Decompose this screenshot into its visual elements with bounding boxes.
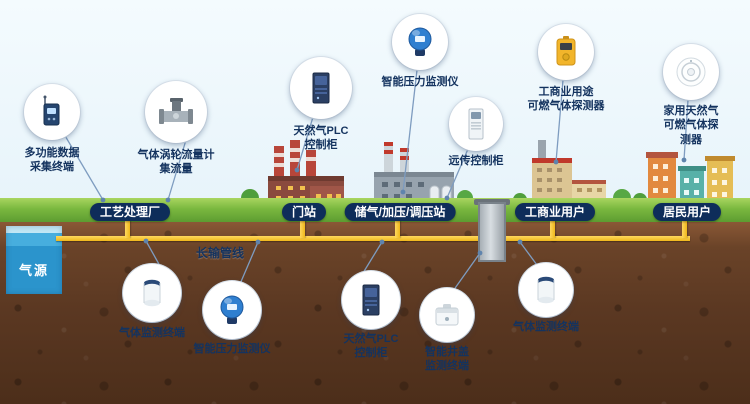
pipeline-riser-industrial-users [550, 217, 555, 238]
pipeline-riser-residential-users [682, 217, 687, 238]
gas-source-water: 气源 [6, 226, 62, 294]
callout-plc-cabinet-bottom [342, 271, 400, 329]
callout-label-plc-cabinet-bottom: 天然气PLC 控制柜 [343, 333, 399, 360]
callout-label-gas-turbine-flowmeter: 气体涡轮流量计 集流量 [137, 149, 215, 176]
callout-household-gas-detector [663, 44, 719, 100]
pipeline-riser-gate-station [300, 217, 305, 238]
callout-label-plc-cabinet-top: 天然气PLC 控制柜 [293, 125, 349, 152]
callout-label-commercial-gas-detector: 工商业用途 可燃气体探测器 [527, 86, 605, 113]
callout-pressure-monitor-top [392, 14, 448, 70]
callout-gas-turbine-flowmeter [145, 81, 207, 143]
smart-pressure-monitor-icon [220, 295, 244, 324]
callout-label-data-collection-terminal: 多功能数据 采集终端 [24, 147, 80, 174]
callout-gas-terminal-right [519, 263, 573, 317]
callout-manhole-terminal [420, 288, 474, 342]
gas-turbine-flowmeter-icon [159, 98, 193, 124]
callout-label-household-gas-detector: 家用天然气 可燃气体探测器 [663, 105, 719, 146]
household-gas-detector-icon [676, 57, 706, 87]
pipeline-riser-storage-station [395, 217, 400, 238]
pipeline-label: 长输管线 [195, 246, 245, 260]
callout-label-gas-terminal-right: 气体监测终端 [513, 321, 579, 333]
plc-control-cabinet-icon [362, 284, 380, 316]
callout-label-pressure-monitor-bottom: 智能压力监测仪 [193, 343, 271, 355]
manhole-shaft [478, 202, 506, 262]
station-label-storage-station: 储气/加压/调压站 [344, 203, 456, 221]
gas-monitoring-terminal-icon [537, 276, 555, 304]
commercial-gas-detector-icon [556, 36, 576, 66]
data-collection-terminal-icon [43, 95, 60, 126]
callout-label-manhole-terminal: 智能井盖 监测终端 [425, 346, 469, 373]
gas-monitoring-terminal-icon [143, 279, 161, 307]
callout-label-gas-terminal-left: 气体监测终端 [119, 327, 185, 339]
station-label-residential-users: 居民用户 [652, 203, 722, 221]
plc-control-cabinet-icon [312, 72, 330, 104]
callout-commercial-gas-detector [538, 24, 594, 80]
callout-gas-terminal-left [123, 264, 181, 322]
gas-source-label: 气源 [18, 263, 50, 278]
callout-label-pressure-monitor-top: 智能压力监测仪 [381, 76, 459, 88]
callout-data-collection-terminal [24, 84, 80, 140]
station-label-industrial-users: 工商业用户 [514, 203, 596, 221]
station-label-gate-station: 门站 [281, 203, 327, 221]
callout-remote-control-cabinet [449, 97, 503, 151]
callout-label-remote-control-cabinet: 远传控制柜 [448, 155, 504, 167]
smart-manhole-terminal-icon [435, 304, 459, 326]
callout-plc-cabinet-top [290, 57, 352, 119]
pipeline-riser-processing-plant [125, 217, 130, 238]
smart-pressure-monitor-icon [408, 27, 432, 56]
station-label-processing-plant: 工艺处理厂 [89, 203, 171, 221]
remote-control-cabinet-icon [468, 108, 484, 140]
callout-pressure-monitor-bottom [203, 281, 261, 339]
main-pipeline [56, 236, 690, 241]
